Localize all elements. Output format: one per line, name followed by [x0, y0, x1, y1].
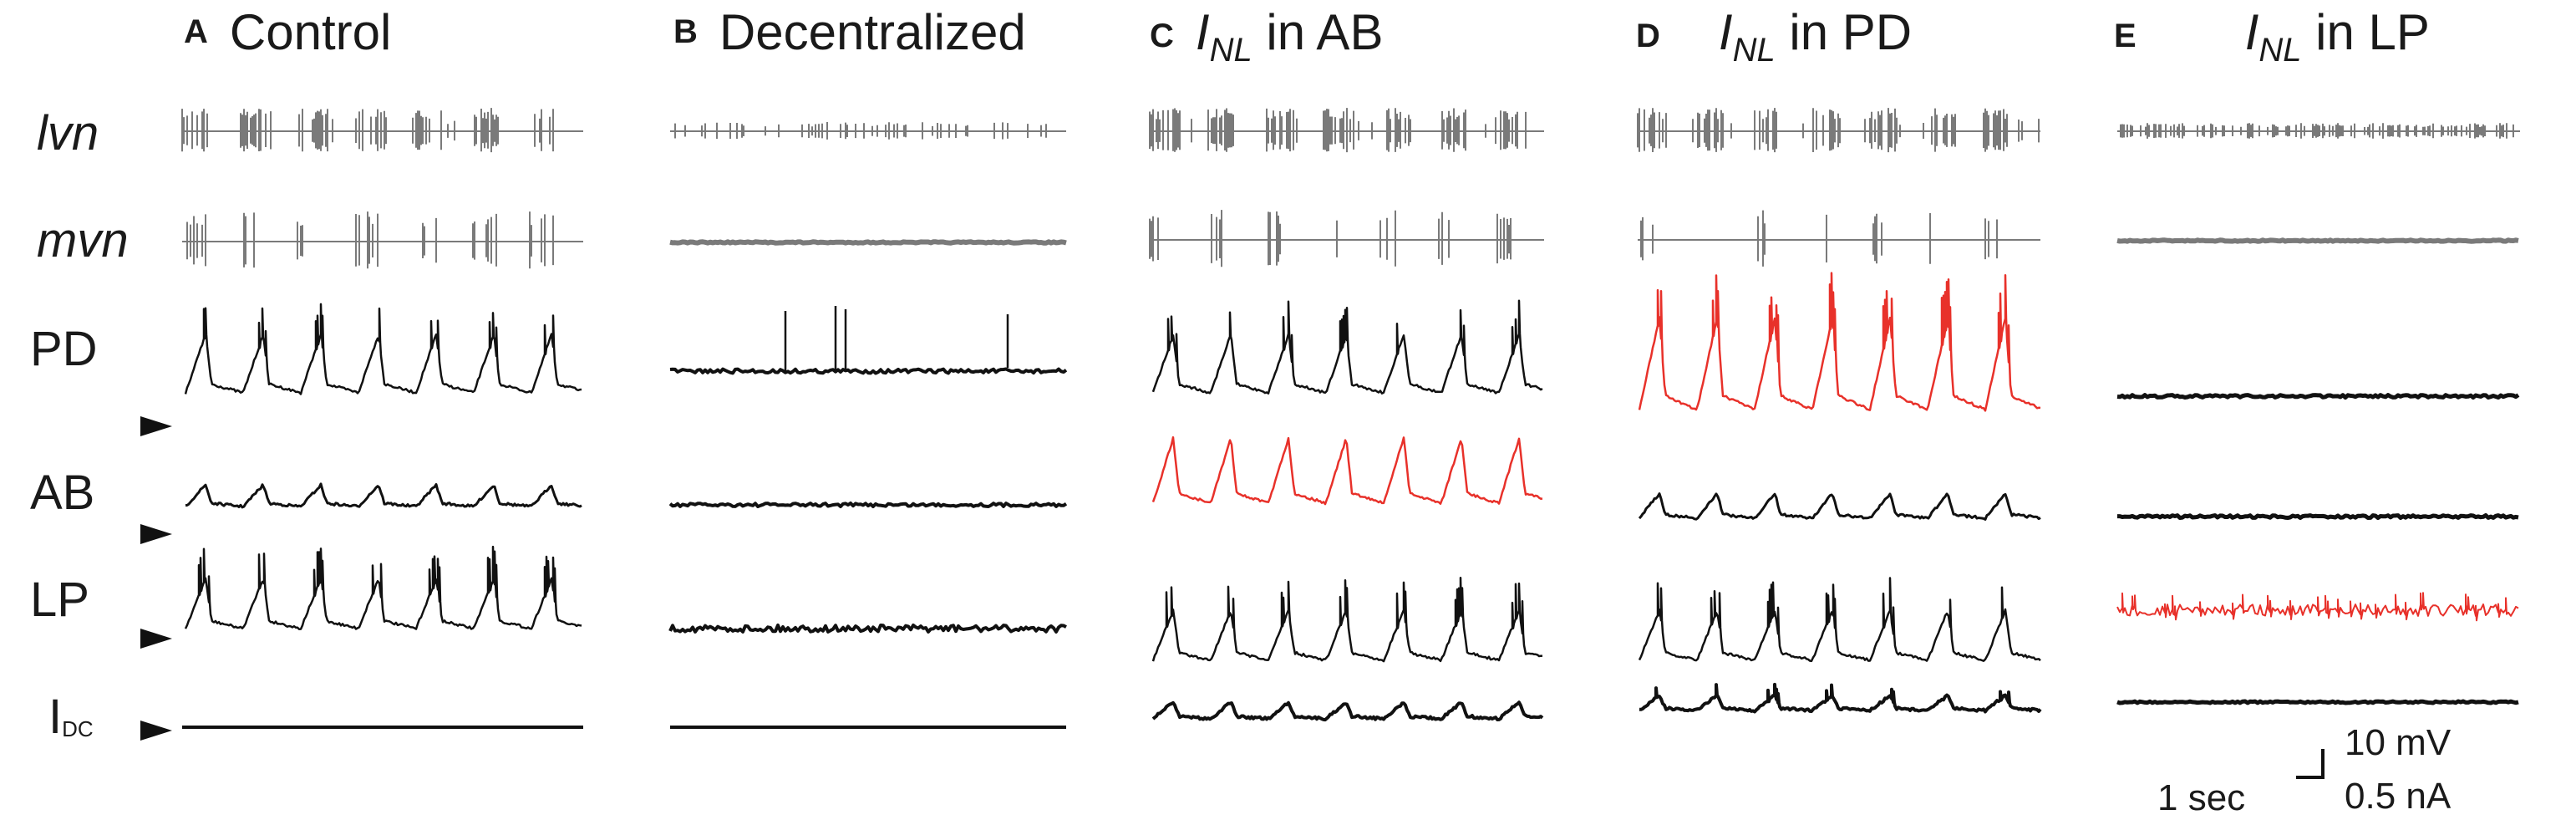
trace-d-lvn: [1637, 108, 2040, 153]
row-label-mvn: mvn: [37, 213, 129, 267]
panel-b-title: B Decentralized: [673, 3, 1026, 61]
panel-b-letter: B: [673, 13, 698, 50]
trace-c-ab: [1151, 435, 1543, 506]
panel-e-heading: INL in LP: [2244, 4, 2430, 69]
trace-c-lp: [1151, 577, 1543, 663]
trace-d-lp: [1638, 577, 2041, 663]
trace-a-lvn: [181, 108, 583, 153]
row-label-lp: LP: [30, 573, 89, 627]
arrowhead-pd: [140, 416, 172, 436]
trace-c-pd: [1151, 299, 1543, 395]
panel-c-title: C INL in AB: [1150, 3, 1383, 69]
panel-e-letter: E: [2114, 18, 2137, 54]
trace-b-ab: [668, 502, 1068, 508]
row-label-pd: PD: [30, 322, 98, 376]
panel-d-title: D INL in PD: [1636, 3, 1912, 69]
row-label-lvn: lvn: [37, 106, 99, 160]
trace-b-pd: [669, 367, 1068, 375]
trace-b-pd-spikes: [784, 306, 1009, 371]
trace-e-mvn: [2116, 237, 2519, 244]
trace-a-lp: [184, 545, 582, 630]
scale-time-label: 1 sec: [2157, 777, 2246, 818]
trace-a-mvn: [182, 211, 583, 269]
panel-d-letter: D: [1636, 18, 1660, 54]
row-label-idc: IDC: [48, 690, 94, 744]
trace-e-idc: [2116, 699, 2519, 705]
panel-a-title: A Control: [184, 3, 391, 61]
panel-d-heading: INL in PD: [1718, 4, 1913, 69]
panel-a-letter: A: [184, 13, 208, 50]
trace-d-mvn: [1638, 210, 2040, 267]
trace-e-lp: [2116, 592, 2519, 622]
panel-c-letter: C: [1150, 18, 1174, 54]
scale-bar: [2296, 749, 2324, 779]
scale-current-label: 0.5 nA: [2345, 776, 2452, 817]
trace-c-lvn: [1149, 108, 1544, 153]
panel-c-heading: INL in AB: [1195, 4, 1384, 69]
arrowhead-idc: [140, 721, 172, 741]
trace-d-pd: [1638, 272, 2041, 412]
trace-e-lvn: [2117, 123, 2520, 139]
row-label-ab: AB: [30, 466, 95, 520]
trace-e-pd: [2116, 393, 2520, 400]
arrowhead-lp: [140, 629, 172, 649]
panel-b-heading: Decentralized: [719, 4, 1026, 60]
trace-d-ab: [1638, 492, 2041, 521]
arrowhead-ab: [140, 524, 172, 544]
trace-a-pd: [184, 303, 582, 395]
trace-c-mvn: [1149, 210, 1544, 267]
trace-d-idc: [1639, 682, 2042, 714]
trace-b-lvn: [670, 122, 1066, 140]
panel-a-heading: Control: [229, 4, 392, 60]
trace-c-idc: [1151, 700, 1544, 722]
panel-e-title: E INL in LP: [2114, 3, 2430, 69]
scale-voltage-label: 10 mV: [2345, 722, 2452, 763]
trace-a-ab: [185, 482, 582, 509]
trace-e-ab: [2117, 513, 2519, 520]
trace-b-lp: [668, 624, 1067, 634]
